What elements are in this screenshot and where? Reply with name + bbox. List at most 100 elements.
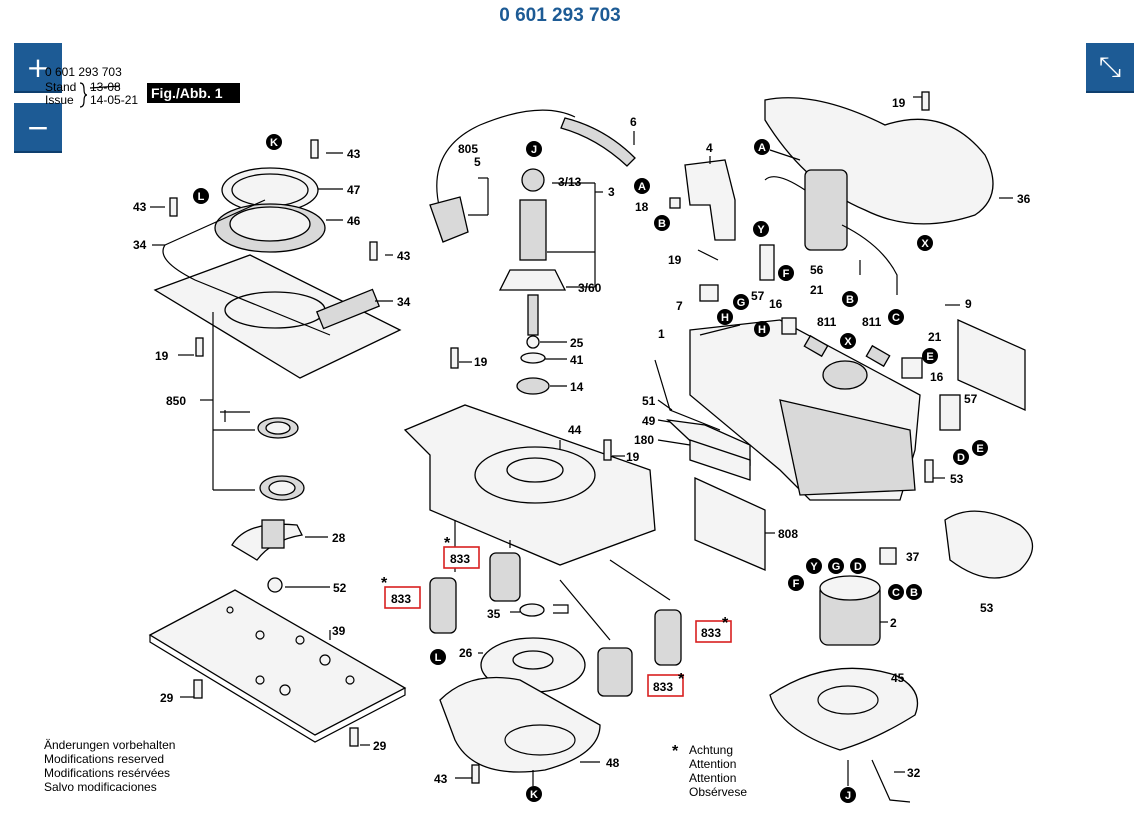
callout-c: C: [892, 312, 900, 324]
part-label: 16: [769, 297, 783, 311]
part-label: 43: [397, 249, 411, 263]
part-label: 47: [347, 183, 361, 197]
part-label: 25: [570, 336, 584, 350]
part-label: 29: [160, 691, 174, 705]
part-label: 6: [630, 115, 637, 129]
note-attention-de: Achtung: [689, 743, 733, 757]
part-label: 35: [487, 607, 501, 621]
marked-part-labels: 833 * 833 * 833 * 833 *: [381, 535, 732, 697]
fullscreen-toggle-button[interactable]: ⤡: [1086, 43, 1134, 93]
part-label: 41: [570, 353, 584, 367]
part-label: 49: [642, 414, 656, 428]
part-label: 7: [676, 299, 683, 313]
part-label: 56: [810, 263, 824, 277]
part-label: 180: [634, 433, 654, 447]
part-label: 5: [474, 155, 481, 169]
part-label: 46: [347, 214, 361, 228]
note-changes-de: Änderungen vorbehalten: [44, 738, 175, 752]
part-label: 39: [332, 624, 346, 638]
part-label: 52: [333, 581, 347, 595]
part-label: 29: [373, 739, 387, 753]
part-label: 43: [347, 147, 361, 161]
part-label: 48: [606, 756, 620, 770]
callout-x: X: [844, 336, 852, 348]
part-label: 57: [751, 289, 765, 303]
callout-g: G: [832, 561, 841, 573]
callout-b: B: [910, 587, 918, 599]
part-label: 45: [891, 671, 905, 685]
part-label: 57: [964, 392, 978, 406]
callout-k: K: [270, 137, 278, 149]
callout-d: D: [957, 452, 965, 464]
figure-label: Fig./Abb. 1: [151, 85, 223, 101]
callout-b: B: [846, 294, 854, 306]
callout-x: X: [921, 238, 929, 250]
callout-a: A: [758, 142, 766, 154]
zoom-out-button[interactable]: −: [14, 103, 62, 153]
part-label: 36: [1017, 192, 1031, 206]
part-label: 43: [133, 200, 147, 214]
part-label: 19: [626, 450, 640, 464]
page-title: 0 601 293 703: [499, 5, 621, 26]
note-changes-fr: Modifications resérvées: [44, 766, 170, 780]
part-label: 4: [706, 141, 713, 155]
part-label: 32: [907, 766, 921, 780]
note-attention-en: Attention: [689, 757, 736, 771]
part-label: 34: [397, 295, 411, 309]
part-label: 26: [459, 646, 473, 660]
header-issue-date: 14-05-21: [90, 93, 138, 107]
part-833-label: 833: [391, 592, 411, 606]
note-changes-es: Salvo modificaciones: [44, 780, 157, 794]
part-label: 53: [950, 472, 964, 486]
center-assembly: [403, 109, 682, 786]
header-issue-label: Issue: [45, 93, 74, 107]
part-label: 18: [635, 200, 649, 214]
part-label: 51: [642, 394, 656, 408]
part-label: 9: [965, 297, 972, 311]
callout-h: H: [721, 312, 729, 324]
part-label: 850: [166, 394, 186, 408]
callout-b: B: [658, 218, 666, 230]
part-label: 53: [980, 601, 994, 615]
part-labels: 805 5 6 4 3/13 3 3/60 18 19 36 19 56 57 …: [133, 96, 1031, 786]
zoom-in-button[interactable]: +: [14, 43, 62, 93]
callout-j: J: [845, 790, 851, 802]
part-label: 811: [862, 315, 882, 329]
attention-star: *: [381, 575, 388, 592]
connection-callouts: K L J A B A Y X F G H B C H X E D E Y G …: [193, 134, 988, 803]
left-assembly: [148, 139, 407, 747]
callout-j: J: [531, 144, 537, 156]
part-label: 21: [928, 330, 942, 344]
callout-y: Y: [810, 561, 818, 573]
part-833-label: 833: [701, 626, 721, 640]
part-label: 19: [668, 253, 682, 267]
callout-d: D: [854, 561, 862, 573]
part-label: 34: [133, 238, 147, 252]
part-label: 19: [155, 349, 169, 363]
part-label: 14: [570, 380, 584, 394]
callout-k: K: [530, 789, 538, 801]
part-label: 808: [778, 527, 798, 541]
callout-y: Y: [757, 224, 765, 236]
part-label: 16: [930, 370, 944, 384]
part-label: 43: [434, 772, 448, 786]
footer-notes: Änderungen vorbehalten Modifications res…: [44, 738, 747, 799]
callout-e: E: [976, 443, 983, 455]
attention-star: *: [722, 615, 729, 632]
part-label: 3/60: [578, 281, 602, 295]
part-label: 28: [332, 531, 346, 545]
callout-c: C: [892, 587, 900, 599]
part-label: 21: [810, 283, 824, 297]
part-label: 44: [568, 423, 582, 437]
drawing-header: 0 601 293 703 Stand Issue 13-08 14-05-21…: [45, 65, 240, 108]
header-part-number: 0 601 293 703: [45, 65, 122, 79]
part-label: 19: [474, 355, 488, 369]
note-changes-en: Modifications reserved: [44, 752, 164, 766]
part-833-label: 833: [450, 552, 470, 566]
right-assembly: [654, 91, 1034, 803]
part-label: 19: [892, 96, 906, 110]
attention-star: *: [444, 535, 451, 552]
part-label: 3/13: [558, 175, 582, 189]
attention-star: *: [672, 743, 679, 760]
